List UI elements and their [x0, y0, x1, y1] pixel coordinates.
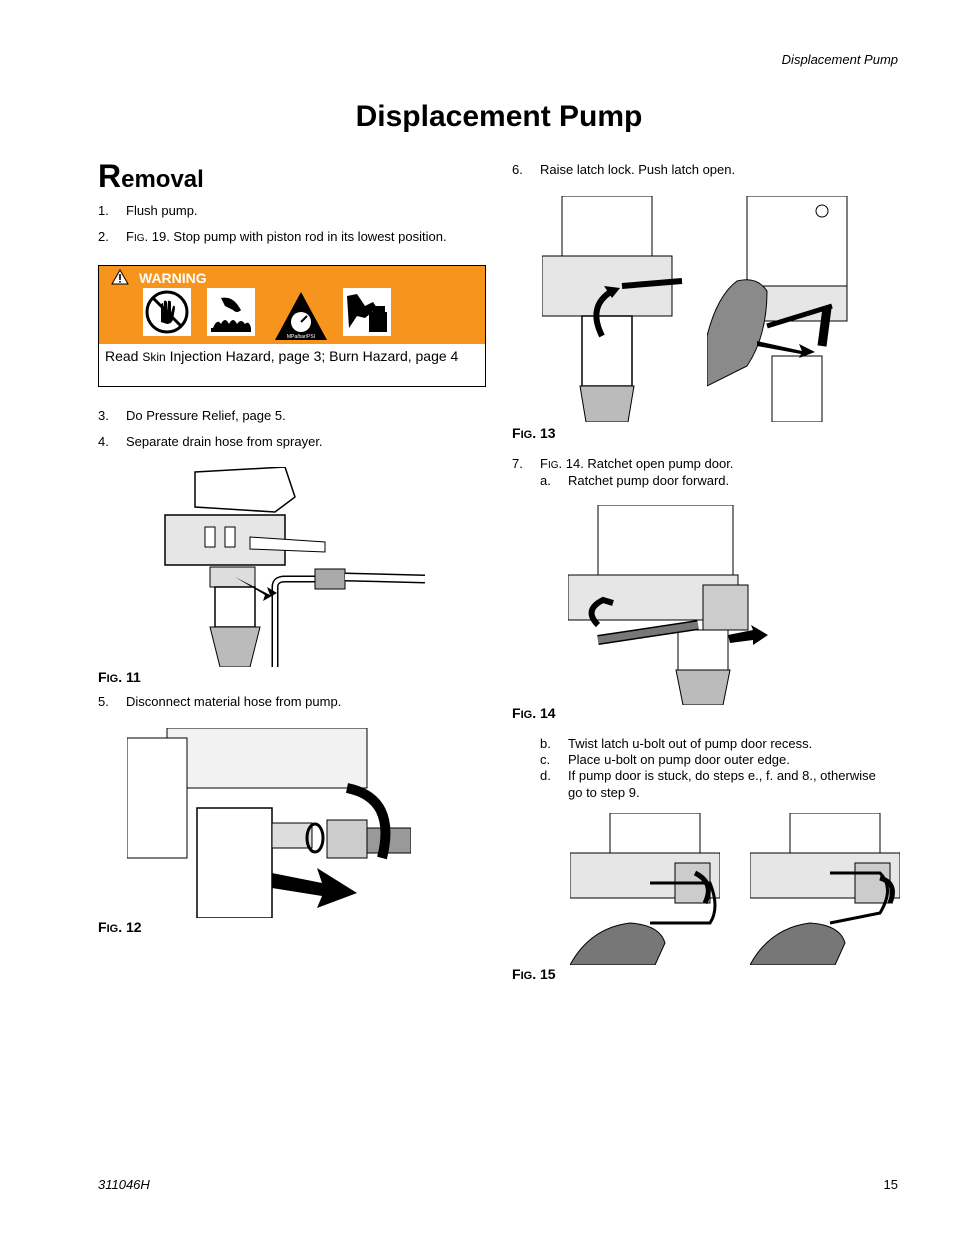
- fig-14-caption: FIG. 14: [512, 705, 556, 721]
- step-number: 2.: [98, 229, 109, 244]
- running-header: Displacement Pump: [781, 52, 898, 67]
- step-text: If pump door is stuck, do steps e., f. a…: [568, 768, 876, 783]
- step-number: a.: [540, 473, 551, 488]
- step-4: 4. Separate drain hose from sprayer.: [98, 434, 498, 450]
- heading-initial: R: [98, 158, 122, 194]
- step-7: 7. FIG. 14. Ratchet open pump door.: [512, 456, 912, 472]
- step-7a: a. Ratchet pump door forward.: [540, 473, 920, 489]
- fig-num: . 14: [532, 705, 556, 721]
- step-number: 3.: [98, 408, 109, 423]
- fig-15-caption: FIG. 15: [512, 966, 556, 982]
- step-7d-continued: go to step 9.: [568, 785, 640, 800]
- fig-13-caption: FIG. 13: [512, 425, 556, 441]
- step-number: c.: [540, 752, 551, 767]
- fig-15-illustration-right: [749, 812, 901, 966]
- no-hand-icon: [143, 288, 191, 336]
- section-heading-removal: Removal: [98, 158, 204, 195]
- step-number: 6.: [512, 162, 523, 177]
- step-1: 1. Flush pump.: [98, 203, 498, 219]
- step-text: FIG. 19. Stop pump with piston rod in it…: [126, 229, 447, 244]
- fig-ig: IG: [106, 923, 119, 935]
- fig-12-caption: FIG. 12: [98, 919, 142, 935]
- fig-ref-f: F: [126, 229, 134, 244]
- fig-num: . 15: [532, 966, 556, 982]
- step-7c: c. Place u-bolt on pump door outer edge.: [540, 752, 920, 768]
- fig-num: . 13: [532, 425, 556, 441]
- step-7b: b. Twist latch u-bolt out of pump door r…: [540, 736, 920, 752]
- step-number: 4.: [98, 434, 109, 449]
- fig-f: F: [98, 919, 107, 935]
- fig-12-illustration: [126, 727, 412, 919]
- step-text: FIG. 14. Ratchet open pump door.: [540, 456, 733, 471]
- step-7d: d. If pump door is stuck, do steps e., f…: [540, 768, 920, 784]
- step-text: Place u-bolt on pump door outer edge.: [568, 752, 790, 767]
- page-title: Displacement Pump: [355, 100, 643, 133]
- burn-hazard-icon: [207, 288, 255, 336]
- fig-ig: IG: [520, 429, 533, 441]
- warning-text-pre: Read: [105, 348, 143, 364]
- step-text: Do Pressure Relief, page 5.: [126, 408, 286, 423]
- fig-f: F: [512, 966, 521, 982]
- step-number: 7.: [512, 456, 523, 471]
- fig-13-illustration-left: [541, 195, 688, 423]
- step-5: 5. Disconnect material hose from pump.: [98, 694, 498, 710]
- step-text: Raise latch lock. Push latch open.: [540, 162, 736, 177]
- step-2-body: . 19. Stop pump with piston rod in its l…: [144, 229, 447, 244]
- step-6: 6. Raise latch lock. Push latch open.: [512, 162, 912, 178]
- step-number: 1.: [98, 203, 109, 218]
- doc-number: 311046H: [98, 1177, 150, 1192]
- warning-triangle-icon: [111, 269, 129, 285]
- gauge-units: MPa/bar/PSI: [287, 334, 315, 340]
- warning-label: WARNING: [139, 270, 207, 286]
- step-number: 5.: [98, 694, 109, 709]
- warning-text-post: Injection Hazard, page 3; Burn Hazard, p…: [165, 348, 459, 364]
- fig-ref-ig: IG: [547, 460, 559, 471]
- fig-11-illustration: [155, 466, 426, 668]
- step-text: Twist latch u-bolt out of pump door rece…: [568, 736, 813, 751]
- step-text: Ratchet pump door forward.: [568, 473, 730, 488]
- pressure-gauge-icon: MPa/bar/PSI: [273, 290, 329, 342]
- fig-ig: IG: [106, 673, 119, 685]
- step-number: b.: [540, 736, 551, 751]
- warning-text-skin: Skin: [142, 350, 166, 364]
- step-text: Flush pump.: [126, 203, 198, 218]
- heading-rest: emoval: [121, 166, 204, 193]
- page-number: 15: [883, 1177, 898, 1192]
- step-text: Separate drain hose from sprayer.: [126, 434, 323, 449]
- step-3: 3. Do Pressure Relief, page 5.: [98, 408, 498, 424]
- fig-f: F: [512, 425, 521, 441]
- fig-ref-ig: IG: [133, 233, 145, 244]
- step-text: Disconnect material hose from pump.: [126, 694, 342, 709]
- fig-15-illustration-left: [569, 812, 721, 966]
- fig-ig: IG: [520, 709, 533, 721]
- warning-box: WARNING MPa/bar/PSI: [98, 265, 486, 387]
- fig-ref-f: F: [540, 456, 548, 471]
- fig-13-illustration-right: [706, 195, 848, 423]
- step-number: d.: [540, 768, 551, 783]
- fig-ig: IG: [520, 970, 533, 982]
- warning-header-bar: WARNING MPa/bar/PSI: [99, 266, 485, 344]
- step-7-body: . 14. Ratchet open pump door.: [558, 456, 734, 471]
- fig-f: F: [98, 669, 107, 685]
- fig-num: . 11: [118, 669, 141, 685]
- fig-f: F: [512, 705, 521, 721]
- fig-11-caption: FIG. 11: [98, 669, 141, 685]
- step-2: 2. FIG. 19. Stop pump with piston rod in…: [98, 229, 498, 245]
- pinch-hazard-icon: [343, 288, 391, 336]
- warning-text: Read Skin Injection Hazard, page 3; Burn…: [105, 347, 475, 366]
- fig-14-illustration: [567, 504, 768, 706]
- fig-num: . 12: [118, 919, 142, 935]
